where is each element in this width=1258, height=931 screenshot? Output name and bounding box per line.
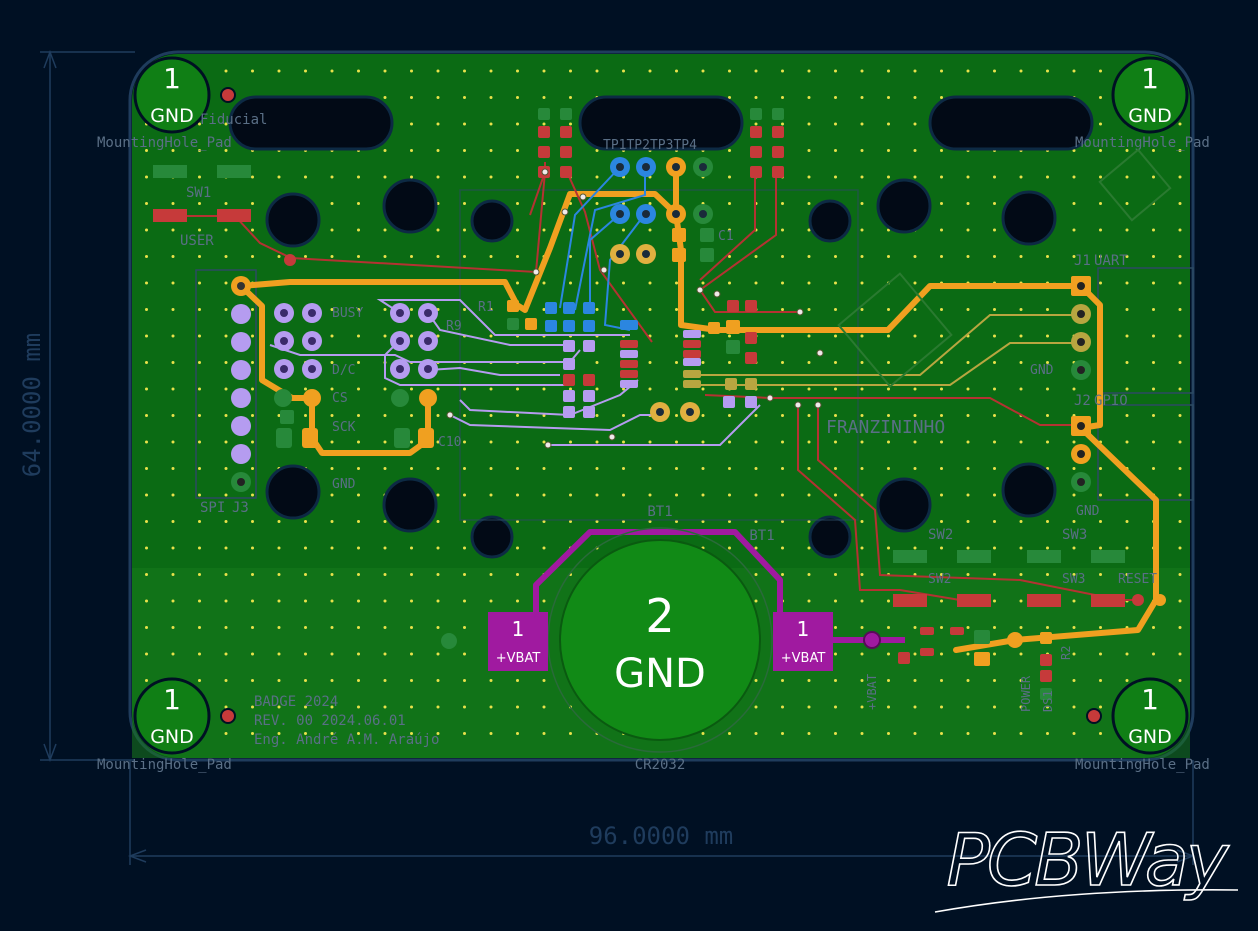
mounting-hole-label-tl: MountingHole_Pad: [97, 135, 232, 151]
svg-text:SW3: SW3: [1062, 572, 1085, 587]
svg-text:PCBWay: PCBWay: [946, 818, 1229, 902]
svg-text:J2: J2: [1074, 393, 1091, 409]
silkscreen-labels: Fiducial SW1 USER SPI J3 BUSY D/C CS SCK…: [180, 112, 1157, 748]
display-header-pad-holes: [280, 309, 432, 373]
svg-text:SCK: SCK: [332, 420, 356, 435]
battery-pad-right[interactable]: 1 +VBAT: [773, 612, 833, 671]
svg-text:DS1: DS1: [1041, 690, 1055, 712]
svg-text:UART: UART: [1094, 253, 1128, 269]
svg-text:1: 1: [163, 683, 181, 716]
svg-text:R2: R2: [1059, 646, 1073, 660]
resistor-pads-top: [538, 108, 784, 178]
brand-logo-outline: [837, 148, 1172, 388]
battery-ref-label: BT1: [647, 504, 672, 520]
svg-text:POWER: POWER: [1019, 675, 1033, 712]
through-holes: [265, 178, 1057, 559]
mounting-hole-bottom-left[interactable]: 1 GND: [133, 677, 211, 755]
svg-text:D/C: D/C: [332, 363, 355, 378]
svg-text:J1: J1: [1074, 253, 1091, 269]
svg-text:FRANZININHO: FRANZININHO: [826, 417, 945, 438]
svg-text:BADGE 2024: BADGE 2024: [254, 694, 338, 710]
center-smd-cluster: [507, 228, 757, 418]
svg-text:CS: CS: [332, 391, 348, 406]
battery-holder[interactable]: 2 GND: [547, 527, 773, 753]
battery-footprint-label: CR2032: [635, 757, 686, 773]
dimension-width-label: 96.0000 mm: [589, 822, 734, 850]
svg-text:Fiducial: Fiducial: [200, 112, 267, 128]
svg-text:GND: GND: [150, 726, 194, 748]
mounting-hole-label-br: MountingHole_Pad: [1075, 757, 1210, 773]
svg-text:+VBAT: +VBAT: [781, 651, 826, 666]
svg-text:BUSY: BUSY: [332, 306, 363, 321]
svg-text:SW2: SW2: [928, 572, 951, 587]
blue-tracks: [559, 166, 646, 331]
svg-text:GND: GND: [332, 477, 356, 492]
battery-center-num: 2: [645, 589, 674, 643]
watermark-logo: PCBWay: [934, 817, 1239, 913]
svg-text:J3: J3: [232, 500, 249, 516]
svg-text:1: 1: [163, 62, 181, 95]
svg-text:RESET: RESET: [1118, 572, 1157, 587]
svg-text:REV. 00 2024.06.01: REV. 00 2024.06.01: [254, 713, 406, 729]
header-pad-holes: [237, 282, 1085, 486]
svg-text:C1: C1: [718, 229, 734, 244]
battery-pad-left[interactable]: 1 +VBAT: [488, 612, 548, 671]
switch-pads[interactable]: [153, 165, 1125, 607]
svg-text:SW3: SW3: [1062, 527, 1087, 543]
svg-text:1: 1: [1141, 62, 1159, 95]
svg-text:1: 1: [512, 617, 525, 641]
svg-text:SW2: SW2: [928, 527, 953, 543]
svg-text:SPI: SPI: [200, 500, 225, 516]
fiducials: [220, 87, 1102, 724]
white-vias: [446, 168, 824, 449]
orange-power-pads[interactable]: [302, 389, 437, 448]
svg-text:GND: GND: [1128, 105, 1172, 127]
dimension-lines: [40, 49, 1196, 865]
battery-via: [863, 631, 881, 649]
svg-text:C10: C10: [438, 435, 461, 450]
svg-text:GND: GND: [1076, 504, 1100, 519]
test-point-holes: [616, 163, 707, 416]
svg-text:1: 1: [797, 617, 810, 641]
svg-text:SW1: SW1: [186, 185, 211, 201]
battery-center-net: GND: [614, 651, 706, 697]
svg-text:+VBAT: +VBAT: [865, 674, 879, 710]
svg-text:Eng. André A.M. Araújo: Eng. André A.M. Araújo: [254, 732, 439, 748]
mounting-hole-label-bl: MountingHole_Pad: [97, 757, 232, 773]
battery-ref-label-2: BT1: [749, 528, 774, 544]
svg-text:+VBAT: +VBAT: [496, 651, 541, 666]
mounting-hole-bottom-right[interactable]: 1 GND: [1111, 677, 1189, 755]
svg-text:TP1TP2TP3TP4: TP1TP2TP3TP4: [603, 138, 697, 153]
svg-text:GND: GND: [150, 105, 194, 127]
svg-text:R9: R9: [446, 319, 462, 334]
mounting-slots: [228, 95, 1094, 151]
svg-text:GND: GND: [1030, 363, 1054, 378]
olive-tracks: [700, 314, 1081, 386]
svg-text:GND: GND: [1128, 726, 1172, 748]
svg-text:GPIO: GPIO: [1094, 393, 1128, 409]
dimension-height-label: 64.0000 mm: [18, 333, 46, 478]
green-smd-pads: [274, 389, 410, 448]
mounting-hole-label-tr: MountingHole_Pad: [1075, 135, 1210, 151]
svg-text:1: 1: [1141, 683, 1159, 716]
mounting-hole-top-left[interactable]: 1 GND: [133, 56, 211, 134]
svg-text:USER: USER: [180, 233, 214, 249]
mounting-hole-top-right[interactable]: 1 GND: [1111, 56, 1189, 134]
svg-text:R1: R1: [478, 300, 494, 315]
bottom-right-smd: [284, 254, 1166, 700]
